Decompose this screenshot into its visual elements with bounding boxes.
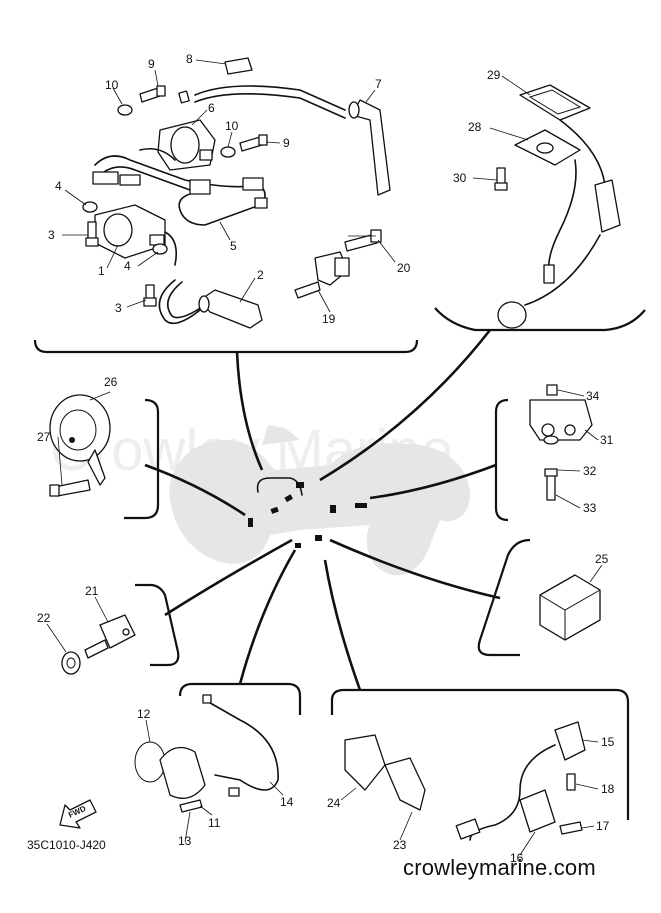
ignition-coil-upper [157, 119, 216, 171]
callout-30: 30 [453, 171, 467, 185]
bracket-relay [477, 538, 531, 657]
callout-5: 5 [230, 239, 237, 253]
spark-plug-cap-upper [178, 85, 391, 196]
neutral-switch [61, 614, 136, 675]
callout-27: 27 [37, 430, 51, 444]
bike-location-markers [248, 477, 367, 548]
callout-3b: 3 [115, 301, 122, 315]
callout-25: 25 [595, 552, 609, 566]
callout-3a: 3 [48, 228, 55, 242]
bracket-speed-sensor [178, 682, 302, 715]
ignition-coil-lower [94, 204, 178, 266]
callout-12: 12 [137, 707, 151, 721]
callout-9a: 9 [148, 57, 155, 71]
callout-8: 8 [186, 52, 193, 66]
callout-numbers: 1 2 3 3 4 4 5 6 7 8 9 9 10 10 11 12 13 1… [37, 52, 615, 865]
callout-26: 26 [104, 375, 118, 389]
callout-33: 33 [583, 501, 597, 515]
throttle-position-sensor [529, 384, 593, 501]
callout-18: 18 [601, 782, 615, 796]
callout-22: 22 [37, 611, 51, 625]
diagram-code: 35C1010-J420 [27, 838, 106, 852]
callout-4a: 4 [55, 179, 62, 193]
site-name: crowleymarine.com [403, 855, 596, 880]
coil-wire-harness [92, 147, 268, 226]
callout-6: 6 [208, 101, 215, 115]
callout-1: 1 [98, 264, 105, 278]
bracket-switch [135, 583, 180, 667]
crank-sensor [294, 229, 382, 299]
callout-15: 15 [601, 735, 615, 749]
callout-21: 21 [85, 584, 99, 598]
callout-17: 17 [596, 819, 610, 833]
bolts-top-left [82, 85, 268, 307]
callout-2: 2 [257, 268, 264, 282]
bracket-horn [124, 398, 160, 520]
bracket-top-left [33, 339, 419, 354]
wire-clamp [224, 57, 253, 75]
spark-plug-cap-lower [158, 279, 263, 329]
callout-10b: 10 [225, 119, 239, 133]
callout-13: 13 [178, 834, 192, 848]
bracket-top-right [434, 307, 646, 332]
callout-11: 11 [208, 816, 221, 830]
callout-31: 31 [600, 433, 614, 447]
callout-34: 34 [586, 389, 600, 403]
callout-leaders [46, 59, 603, 856]
fwd-arrow-icon: FWD [59, 799, 97, 829]
horn [49, 394, 111, 497]
callout-23: 23 [393, 838, 407, 852]
callout-4b: 4 [124, 259, 131, 273]
callout-7: 7 [375, 77, 382, 91]
sensor-assembly-bottom [344, 721, 586, 841]
callout-20: 20 [397, 261, 411, 275]
callout-14: 14 [280, 795, 294, 809]
callout-10a: 10 [105, 78, 119, 92]
bracket-sensor-bottom [330, 688, 630, 820]
fuel-sender-unit [494, 84, 621, 329]
callout-29: 29 [487, 68, 501, 82]
bracket-sensor-right [494, 398, 509, 522]
callout-24: 24 [327, 796, 341, 810]
speed-sensor-cable [134, 694, 279, 813]
callout-28: 28 [468, 120, 482, 134]
motorcycle-silhouette [169, 425, 470, 576]
pointer-lines [144, 329, 501, 691]
callout-9b: 9 [283, 136, 290, 150]
callout-19: 19 [322, 312, 336, 326]
callout-32: 32 [583, 464, 597, 478]
callout-16: 16 [510, 851, 524, 865]
relay [539, 574, 601, 641]
